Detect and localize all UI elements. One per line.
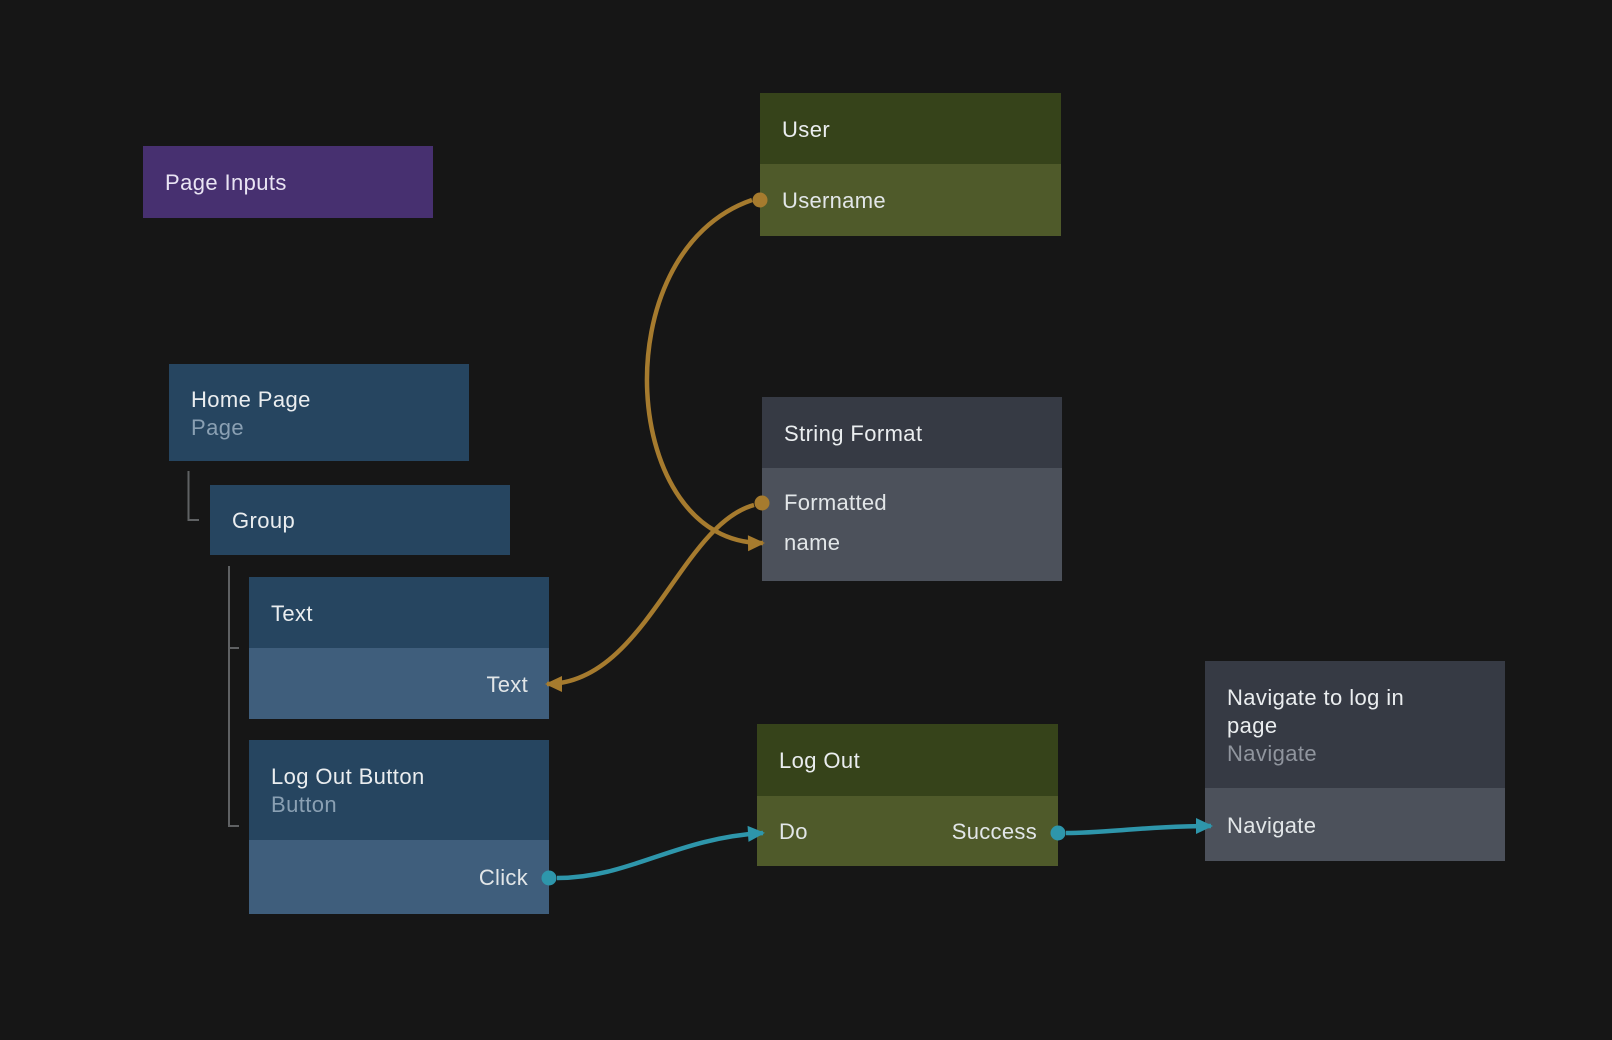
node-subtitle: Button bbox=[271, 792, 338, 817]
port-dot-click[interactable] bbox=[541, 870, 557, 886]
port-label: Click bbox=[478, 865, 528, 890]
port-name-input[interactable]: name bbox=[784, 530, 841, 555]
connection-click-to-do[interactable] bbox=[556, 825, 765, 881]
node-log-out[interactable]: Log Out Do Success bbox=[757, 724, 1058, 866]
port-navigate-input[interactable]: Navigate bbox=[1205, 788, 1505, 861]
node-subtitle: Navigate bbox=[1227, 740, 1318, 766]
port-formatted-output[interactable]: Formatted bbox=[784, 490, 887, 515]
node-user[interactable]: User Username bbox=[760, 93, 1061, 236]
port-label: Navigate bbox=[1227, 812, 1317, 838]
node-subtitle: Page bbox=[191, 414, 244, 440]
node-group[interactable]: Group bbox=[210, 485, 510, 555]
port-click-output[interactable]: Click bbox=[249, 840, 549, 914]
port-text-input[interactable]: Text bbox=[249, 648, 549, 719]
node-title: Log Out Button bbox=[271, 764, 425, 789]
tree-lines bbox=[187, 471, 239, 827]
node-navigate-to-log-in-page[interactable]: Navigate to log in page Navigate Navigat… bbox=[1205, 661, 1505, 861]
port-dot-success[interactable] bbox=[1050, 825, 1066, 841]
port-label: Text bbox=[486, 671, 528, 697]
node-home-page[interactable]: Home Page Page bbox=[169, 364, 469, 461]
node-title: String Format bbox=[784, 420, 923, 446]
tree-line-homepage-group bbox=[187, 471, 199, 521]
node-title: Log Out bbox=[779, 748, 861, 773]
tree-line-group-children bbox=[228, 566, 239, 827]
node-log-out-button[interactable]: Log Out Button Button Click bbox=[249, 740, 549, 914]
port-do-input[interactable]: Do bbox=[779, 819, 808, 844]
node-title: Home Page bbox=[191, 386, 311, 412]
node-string-format[interactable]: String Format Formatted name bbox=[762, 397, 1062, 581]
node-page-inputs[interactable]: Page Inputs bbox=[143, 146, 433, 218]
node-title: Group bbox=[232, 508, 296, 533]
port-success-output[interactable]: Success bbox=[951, 819, 1037, 844]
connection-formatted-to-text[interactable] bbox=[545, 502, 755, 692]
connection-username-to-name[interactable] bbox=[644, 197, 765, 552]
port-dot-username[interactable] bbox=[752, 192, 768, 208]
node-text[interactable]: Text Text bbox=[249, 577, 549, 719]
node-title: Page Inputs bbox=[165, 170, 287, 195]
connection-success-to-navigate[interactable] bbox=[1065, 818, 1213, 836]
node-title: Navigate to log in page bbox=[1227, 684, 1405, 738]
node-title: Text bbox=[271, 600, 313, 626]
port-username-output[interactable]: Username bbox=[760, 164, 1061, 236]
port-dot-formatted[interactable] bbox=[754, 495, 770, 511]
node-title: User bbox=[782, 116, 831, 142]
port-label: Username bbox=[782, 188, 886, 213]
